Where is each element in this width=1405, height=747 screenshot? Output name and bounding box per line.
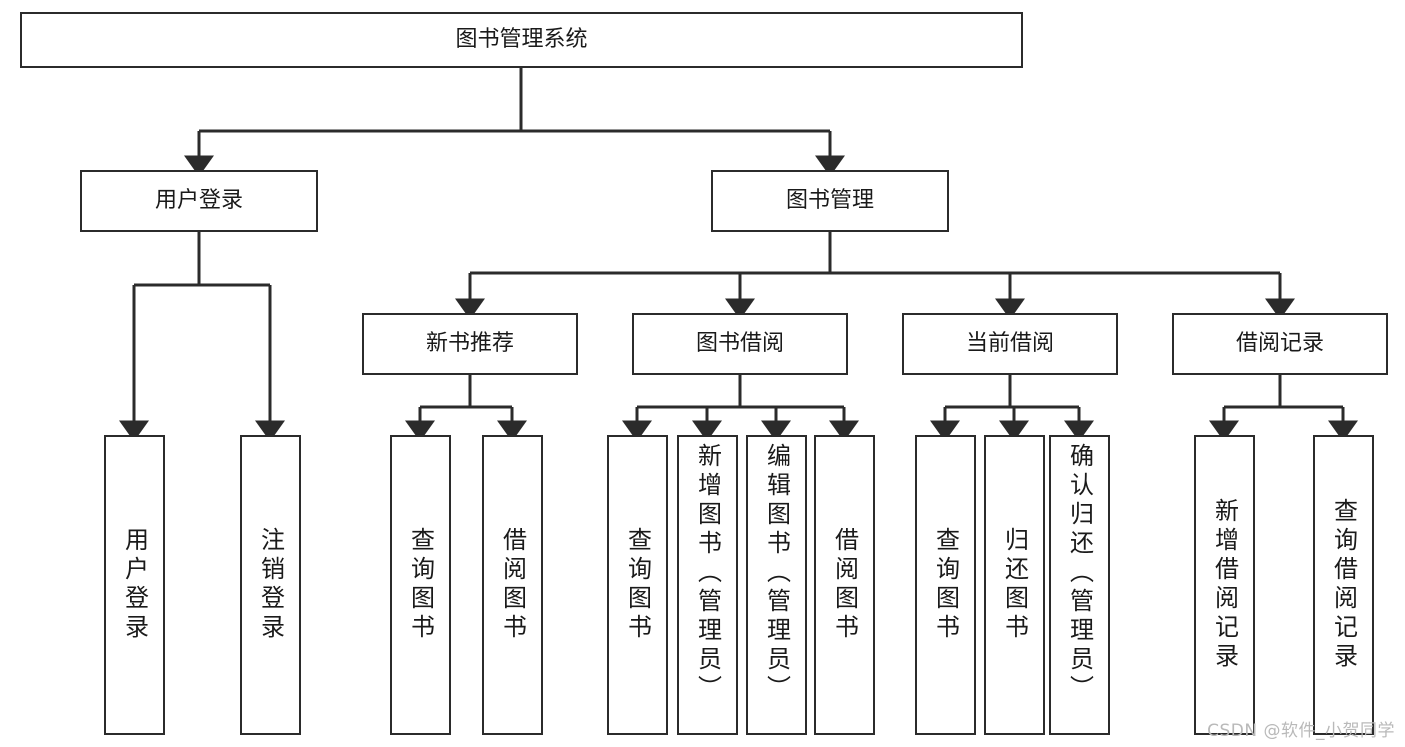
node-label: 注销登录 — [256, 527, 285, 643]
node-borrow-record[interactable]: 借阅记录 — [1172, 313, 1388, 375]
node-label: 归还图书 — [1000, 527, 1029, 643]
leaf-user-login-logout[interactable]: 注销登录 — [240, 435, 301, 735]
leaf-borrow-borrow-book[interactable]: 借阅图书 — [814, 435, 875, 735]
leaf-borrow-query-book[interactable]: 查询图书 — [607, 435, 668, 735]
node-user-login[interactable]: 用户登录 — [80, 170, 318, 232]
node-label: 新书推荐 — [425, 330, 514, 356]
leaf-borrow-add-book-admin[interactable]: 新增图书（管理员） — [677, 435, 738, 735]
node-root-system[interactable]: 图书管理系统 — [20, 12, 1023, 68]
leaf-current-confirm-return-admin[interactable]: 确认归还（管理员） — [1049, 435, 1110, 735]
node-label: 确认归还（管理员） — [1065, 443, 1094, 704]
leaf-current-query-book[interactable]: 查询图书 — [915, 435, 976, 735]
leaf-record-add-record[interactable]: 新增借阅记录 — [1194, 435, 1255, 735]
node-label: 图书管理 — [785, 187, 874, 213]
leaf-current-return-book[interactable]: 归还图书 — [984, 435, 1045, 735]
leaf-borrow-edit-book-admin[interactable]: 编辑图书（管理员） — [746, 435, 807, 735]
watermark: CSDN @软件_小贺同学 — [1207, 721, 1395, 741]
node-label: 借阅图书 — [830, 527, 859, 643]
node-label: 新增图书（管理员） — [693, 443, 722, 704]
node-book-borrow[interactable]: 图书借阅 — [632, 313, 848, 375]
node-current-borrow[interactable]: 当前借阅 — [902, 313, 1118, 375]
node-label: 借阅记录 — [1235, 330, 1324, 356]
node-label: 查询借阅记录 — [1329, 498, 1358, 672]
node-book-management[interactable]: 图书管理 — [711, 170, 949, 232]
leaf-recommend-query-book[interactable]: 查询图书 — [390, 435, 451, 735]
leaf-record-query-record[interactable]: 查询借阅记录 — [1313, 435, 1374, 735]
node-label: 查询图书 — [406, 527, 435, 643]
node-label: 当前借阅 — [965, 330, 1054, 356]
leaf-recommend-borrow-book[interactable]: 借阅图书 — [482, 435, 543, 735]
node-label: 借阅图书 — [498, 527, 527, 643]
leaf-user-login-login[interactable]: 用户登录 — [104, 435, 165, 735]
node-label: 新增借阅记录 — [1210, 498, 1239, 672]
node-new-book-recommend[interactable]: 新书推荐 — [362, 313, 578, 375]
node-label: 图书管理系统 — [455, 26, 588, 52]
node-label: 图书借阅 — [695, 330, 784, 356]
node-label: 用户登录 — [154, 187, 243, 213]
node-label: 查询图书 — [623, 527, 652, 643]
node-label: 编辑图书（管理员） — [762, 443, 791, 704]
node-label: 查询图书 — [931, 527, 960, 643]
node-label: 用户登录 — [120, 527, 149, 643]
